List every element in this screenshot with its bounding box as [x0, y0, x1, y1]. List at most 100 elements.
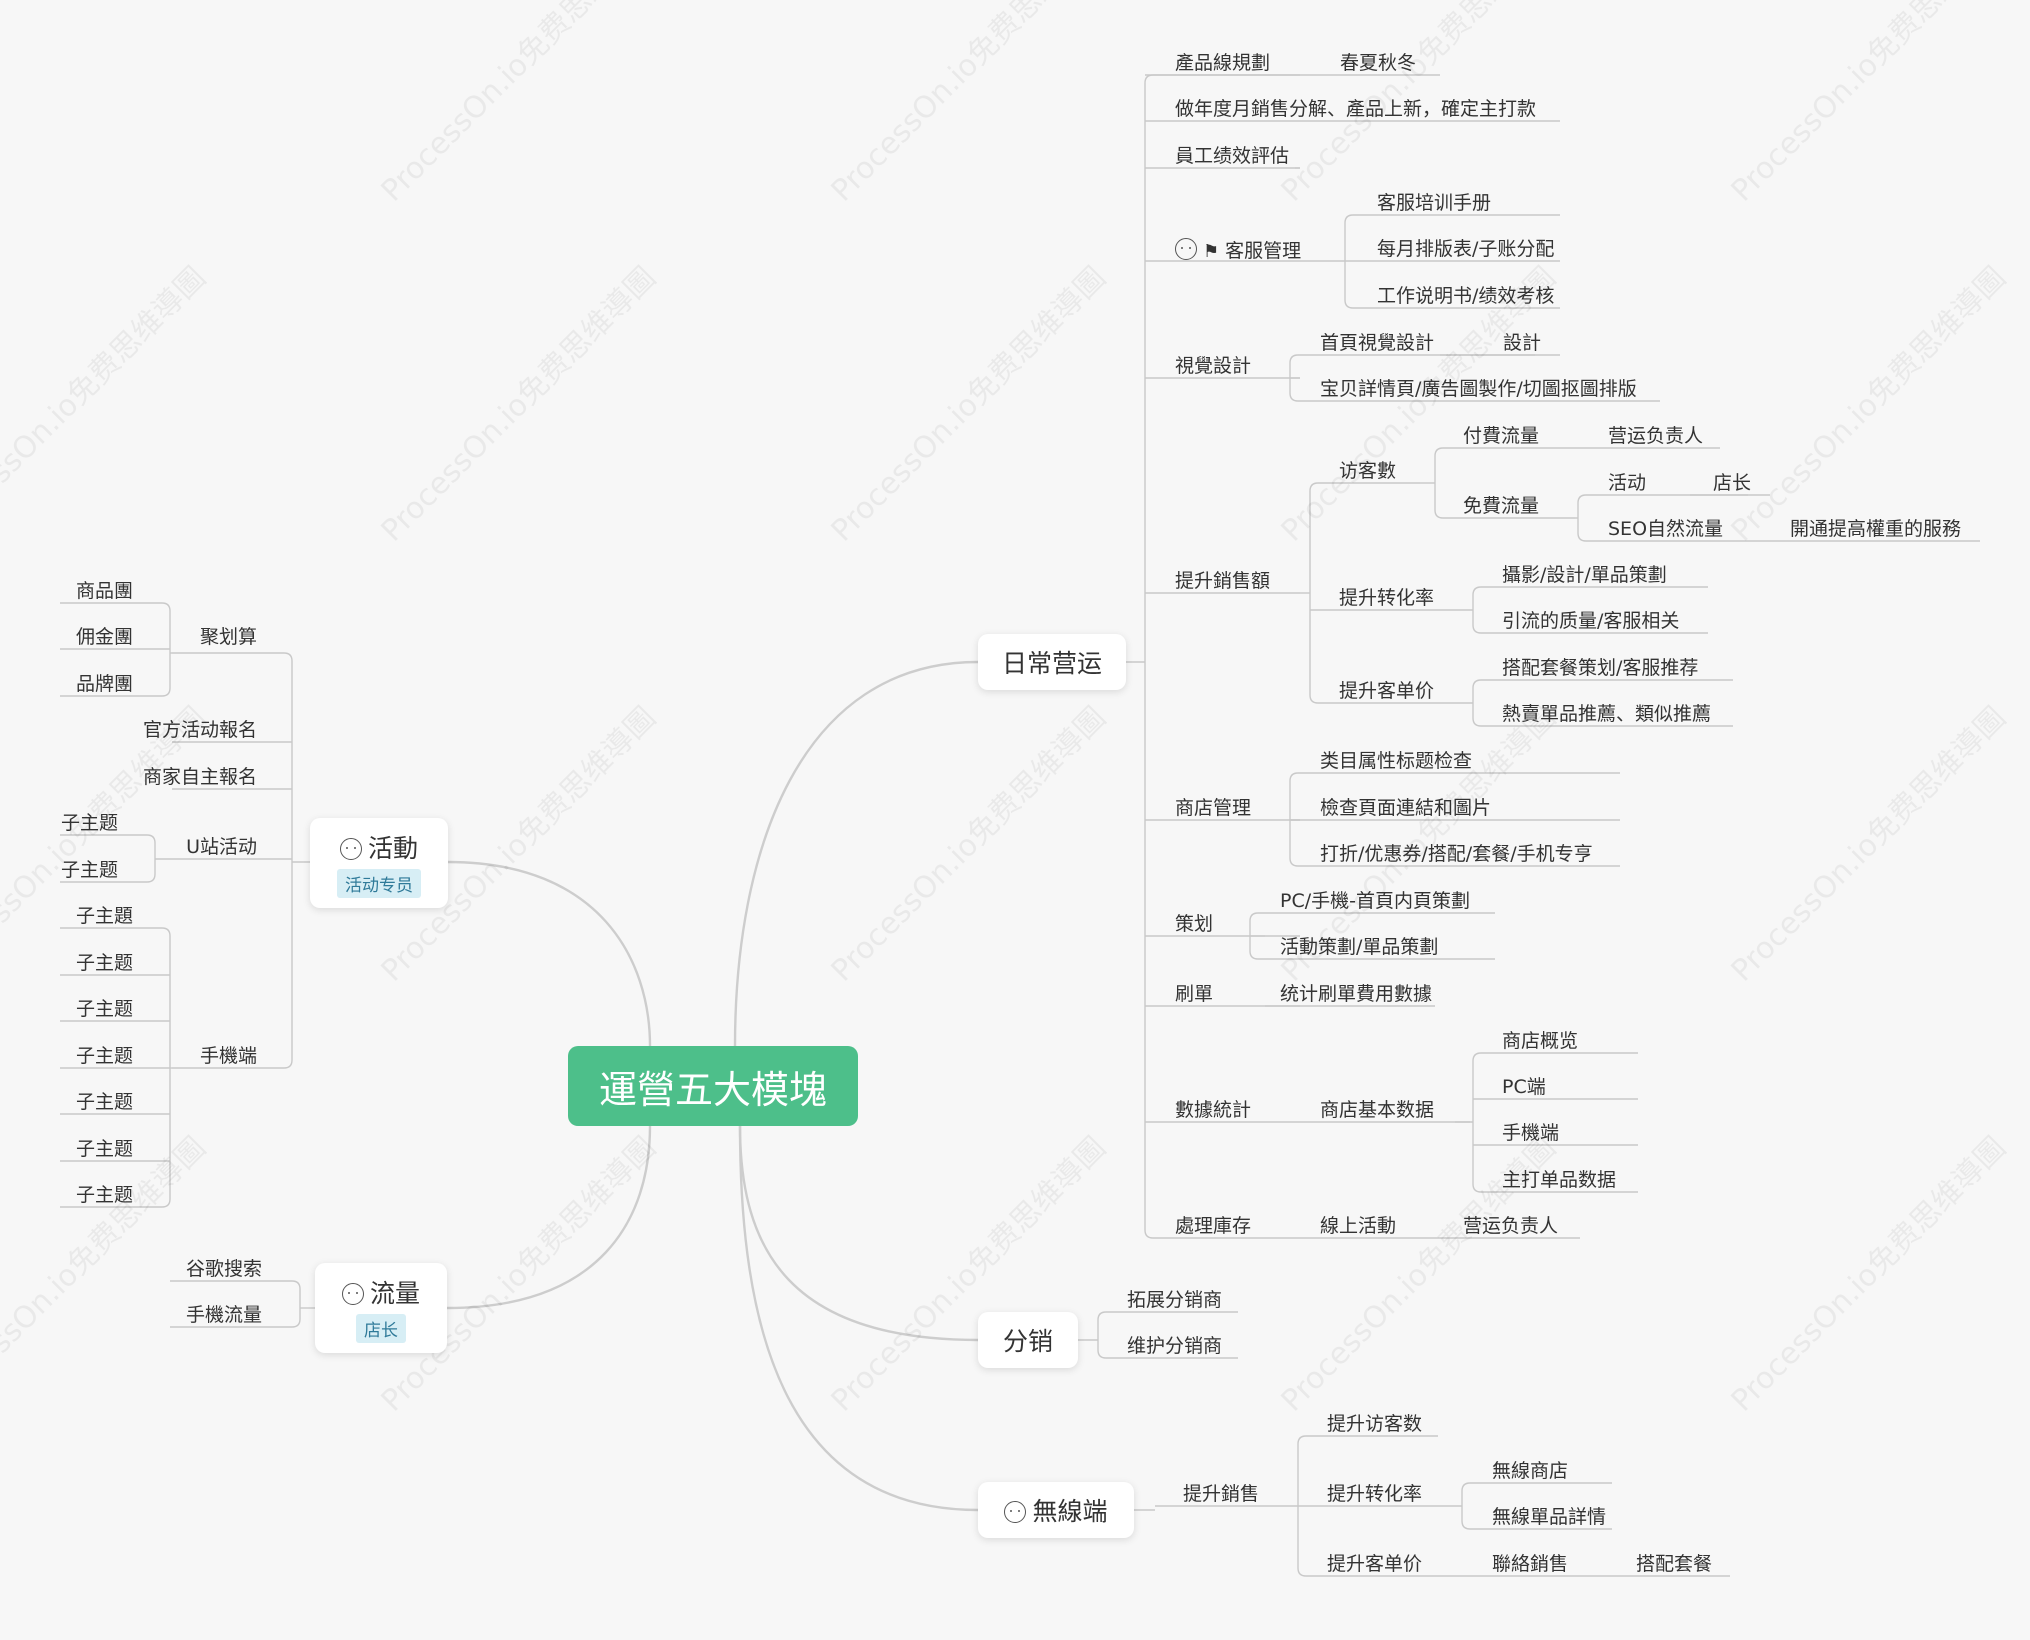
connector-line	[1144, 1229, 1300, 1239]
node-free-activity[interactable]: 活动	[1608, 472, 1647, 494]
connector-line	[738, 1125, 979, 1342]
topic-distribution[interactable]: 分销	[978, 1312, 1078, 1368]
node-store-management[interactable]: 商店管理	[1175, 797, 1252, 819]
node-brushing-stats[interactable]: 统计刷單費用數據	[1280, 983, 1433, 1005]
face-icon	[1175, 238, 1197, 260]
node-brushing[interactable]: 刷單	[1175, 983, 1214, 1005]
node-data-stats[interactable]: 數據統計	[1175, 1099, 1252, 1121]
connector-line	[1344, 299, 1560, 309]
node-mobile-activity[interactable]: 手機端	[199, 1045, 257, 1067]
node-planning-event[interactable]: 活動策劃/單品策劃	[1280, 936, 1439, 958]
node-maintain-distributors[interactable]: 维护分销商	[1127, 1335, 1223, 1357]
node-google-search[interactable]: 谷歌搜索	[185, 1258, 262, 1280]
node-visitors[interactable]: 访客數	[1339, 460, 1397, 482]
node-seasons[interactable]: 春夏秋冬	[1340, 52, 1417, 74]
node-product-group[interactable]: 商品團	[75, 580, 133, 602]
connector-line	[1577, 532, 1748, 542]
node-commission-group[interactable]: 佣金團	[75, 626, 133, 648]
node-avg-price[interactable]: 提升客单价	[1339, 680, 1435, 702]
node-mobile-sub-5[interactable]: 子主题	[75, 1091, 133, 1113]
node-service-schedule[interactable]: 每月排版表/子账分配	[1377, 238, 1555, 260]
connector-line	[172, 1059, 293, 1069]
node-u-site-sub-2[interactable]: 子主题	[60, 859, 118, 881]
node-juhuasuan[interactable]: 聚划算	[199, 626, 257, 648]
node-wireless-cross-sell[interactable]: 聯絡銷售	[1492, 1553, 1569, 1575]
node-store-overview[interactable]: 商店概览	[1502, 1030, 1579, 1052]
node-wireless-item-detail[interactable]: 無線單品詳情	[1492, 1506, 1607, 1528]
node-store-data[interactable]: 商店基本数据	[1320, 1099, 1435, 1121]
node-store-link-check[interactable]: 檢查頁面連結和圖片	[1320, 797, 1492, 819]
node-wireless-store[interactable]: 無線商店	[1492, 1460, 1569, 1482]
topic-wireless[interactable]: 無線端	[978, 1482, 1134, 1538]
connector-line	[1472, 679, 1733, 689]
node-mobile-sub-4[interactable]: 子主题	[75, 1045, 133, 1067]
topic-daily-operations[interactable]: 日常营运	[978, 634, 1126, 690]
node-mobile-traffic[interactable]: 手機流量	[185, 1304, 262, 1326]
connector-line	[1289, 392, 1535, 402]
topic-wireless-title: 無線端	[1004, 1492, 1108, 1528]
node-wireless-bundle[interactable]: 搭配套餐	[1636, 1553, 1713, 1575]
node-service-training[interactable]: 客服培训手册	[1377, 192, 1492, 214]
node-brand-group[interactable]: 品牌團	[75, 673, 133, 695]
node-planning-page[interactable]: PC/手機-首頁内頁策劃	[1280, 890, 1470, 912]
node-free-activity-owner[interactable]: 店长	[1713, 472, 1752, 494]
root-topic[interactable]: 運營五大模塊	[568, 1046, 858, 1126]
node-mobile-sub-6[interactable]: 子主题	[75, 1138, 133, 1160]
node-inventory[interactable]: 處理庫存	[1175, 1215, 1252, 1237]
node-wireless-conversion[interactable]: 提升转化率	[1327, 1483, 1423, 1505]
node-wireless-visitors[interactable]: 提升访客数	[1327, 1413, 1423, 1435]
node-conversion[interactable]: 提升转化率	[1339, 587, 1435, 609]
topic-activity-tag: 活动专员	[337, 868, 421, 898]
topic-traffic-label: 流量	[369, 1278, 420, 1308]
connector-line	[60, 687, 171, 697]
node-visual-design-leaf[interactable]: 設計	[1503, 332, 1542, 354]
node-pc-end[interactable]: PC端	[1502, 1076, 1546, 1098]
node-avg-price-hot[interactable]: 熱賣單品推薦、類似推薦	[1502, 703, 1712, 725]
node-store-title-check[interactable]: 类目属性标题检查	[1320, 750, 1473, 772]
connector-line	[1577, 494, 1748, 504]
node-seo[interactable]: SEO自然流量	[1608, 518, 1724, 540]
node-mobile-sub-1[interactable]: 子主題	[75, 905, 133, 927]
node-conversion-photo[interactable]: 攝影/設計/單品策劃	[1502, 564, 1667, 586]
topic-activity[interactable]: 活動 活动专员	[310, 818, 448, 908]
node-seo-service[interactable]: 開通提高權重的服務	[1790, 518, 1962, 540]
node-visual-design[interactable]: 視覺設計	[1175, 355, 1252, 377]
node-wireless-avg-price[interactable]: 提升客单价	[1327, 1553, 1423, 1575]
node-conversion-quality[interactable]: 引流的质量/客服相关	[1502, 610, 1680, 632]
topic-traffic[interactable]: 流量 店长	[315, 1263, 447, 1353]
node-expand-distributors[interactable]: 拓展分销商	[1127, 1289, 1223, 1311]
node-increase-sales[interactable]: 提升銷售額	[1175, 570, 1271, 592]
node-main-product-data[interactable]: 主打单品数据	[1502, 1169, 1617, 1191]
node-mobile-end[interactable]: 手機端	[1502, 1122, 1560, 1144]
node-mobile-sub-2[interactable]: 子主题	[75, 952, 133, 974]
node-planning[interactable]: 策划	[1175, 913, 1214, 935]
node-u-site-activity[interactable]: U站活动	[186, 836, 257, 858]
node-visual-detail[interactable]: 宝贝詳情頁/廣告圖製作/切圖抠圖排版	[1320, 378, 1637, 400]
node-official-signup[interactable]: 官方活动報名	[142, 719, 257, 741]
node-merchant-signup[interactable]: 商家自主報名	[142, 766, 257, 788]
node-avg-price-bundle[interactable]: 搭配套餐策划/客服推荐	[1502, 657, 1699, 679]
connector-line	[1472, 624, 1708, 634]
node-online-event[interactable]: 線上活動	[1320, 1215, 1397, 1237]
connector-line	[1309, 694, 1420, 704]
node-paid-traffic[interactable]: 付費流量	[1463, 425, 1540, 447]
node-visual-home[interactable]: 首頁視覺設計	[1320, 332, 1435, 354]
connector-line	[1309, 482, 1420, 492]
connector-line	[1289, 772, 1620, 782]
node-paid-owner[interactable]: 营运负责人	[1608, 425, 1704, 447]
topic-activity-title: 活動	[339, 829, 418, 865]
node-wireless-sales[interactable]: 提升銷售	[1183, 1483, 1260, 1505]
node-annual-plan[interactable]: 做年度月銷售分解、產品上新，確定主打款	[1175, 98, 1537, 120]
node-service-job-spec[interactable]: 工作说明书/绩效考核	[1377, 285, 1555, 307]
node-product-line[interactable]: 產品線規劃	[1175, 52, 1271, 74]
node-store-discount[interactable]: 打折/优惠券/搭配/套餐/手机专亨	[1320, 843, 1593, 865]
node-staff-evaluation[interactable]: 員工绩效評估	[1175, 145, 1290, 167]
connector-line	[1472, 1052, 1638, 1062]
node-u-site-sub-1[interactable]: 子主题	[60, 812, 118, 834]
node-mobile-sub-7[interactable]: 子主题	[75, 1184, 133, 1206]
connector-line	[60, 927, 171, 937]
node-mobile-sub-3[interactable]: 子主题	[75, 998, 133, 1020]
node-online-event-owner[interactable]: 营运负责人	[1463, 1215, 1559, 1237]
node-free-traffic[interactable]: 免費流量	[1463, 495, 1540, 517]
node-customer-service[interactable]: ⚑客服管理	[1175, 238, 1301, 263]
